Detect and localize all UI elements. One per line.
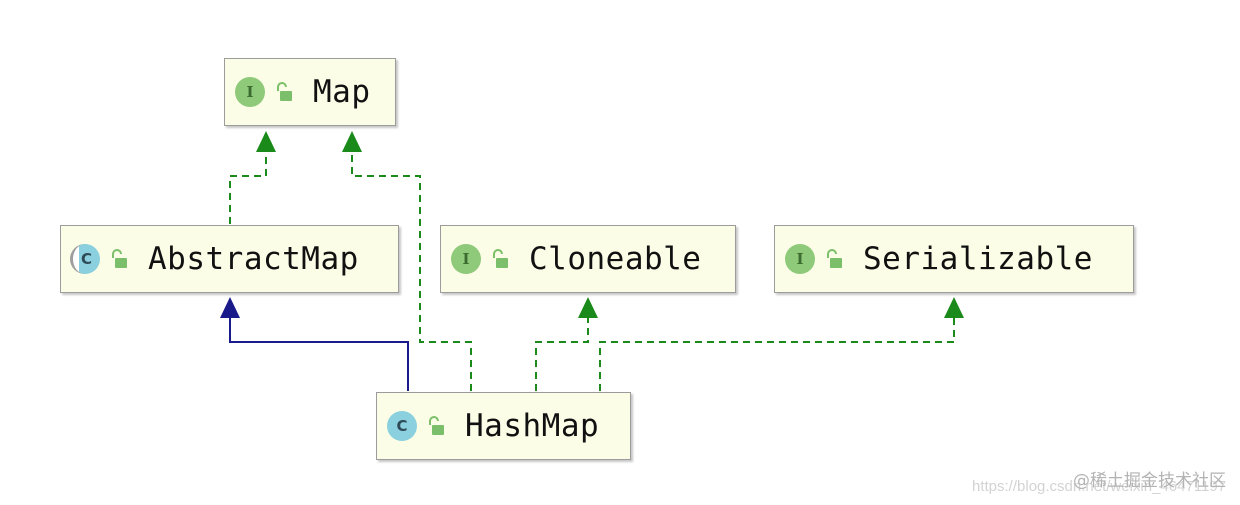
arrowhead-cloneable xyxy=(578,297,598,318)
watermark-url: https://blog.csdn.net/weixin_46471197 xyxy=(972,478,1227,495)
arrowhead-abstractmap xyxy=(220,297,240,318)
node-label-cloneable: Cloneable xyxy=(529,241,702,277)
edge-hashmap-serializable xyxy=(599,316,955,391)
abstract-class-icon: C xyxy=(70,244,100,274)
arrowhead-map-left xyxy=(256,131,276,152)
edge-hashmap-abstractmap xyxy=(229,316,409,391)
unlocked-icon xyxy=(112,249,127,268)
node-hashmap[interactable]: C HashMap xyxy=(376,392,631,460)
edge-hashmap-map xyxy=(351,150,472,391)
node-label-hashmap: HashMap xyxy=(465,408,600,444)
interface-icon: I xyxy=(785,244,815,274)
node-label-map: Map xyxy=(313,74,371,110)
node-label-abstractmap: AbstractMap xyxy=(148,241,359,277)
unlocked-icon xyxy=(277,82,292,101)
node-serializable[interactable]: I Serializable xyxy=(774,225,1134,293)
edge-abstractmap-map xyxy=(229,150,267,224)
watermark-site: @稀土掘金技术社区 xyxy=(1073,471,1226,491)
class-icon: C xyxy=(387,411,417,441)
edge-hashmap-cloneable xyxy=(535,316,589,391)
arrowhead-serializable xyxy=(944,297,964,318)
unlocked-icon xyxy=(429,416,444,435)
unlocked-icon xyxy=(493,249,508,268)
node-abstractmap[interactable]: C AbstractMap xyxy=(60,225,399,293)
unlocked-icon xyxy=(827,249,842,268)
interface-icon: I xyxy=(451,244,481,274)
arrowhead-map-right xyxy=(342,131,362,152)
node-map[interactable]: I Map xyxy=(224,58,396,126)
interface-icon: I xyxy=(235,77,265,107)
node-label-serializable: Serializable xyxy=(863,241,1093,277)
node-cloneable[interactable]: I Cloneable xyxy=(440,225,736,293)
